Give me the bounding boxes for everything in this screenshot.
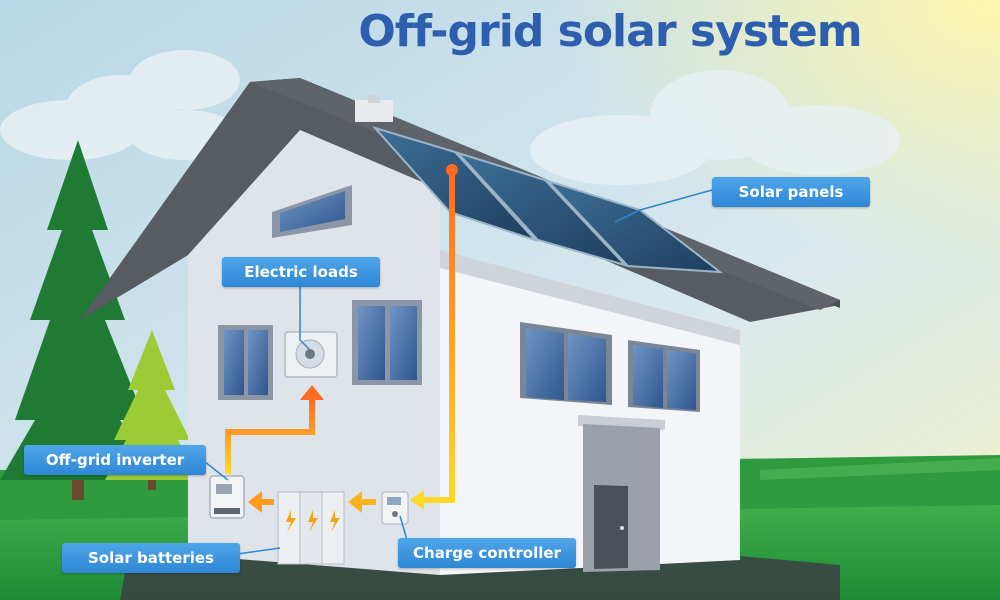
flow-panels-to-controller: [418, 172, 455, 503]
air-conditioner-unit: [284, 331, 338, 378]
panel-connection-dot: [446, 164, 458, 176]
flow-inverter-to-loads: [225, 398, 315, 474]
battery-bank: [277, 491, 345, 565]
wall-window-right: [352, 300, 422, 385]
porch: [578, 415, 665, 572]
label-off-grid-inverter: Off-grid inverter: [24, 445, 206, 475]
wall-window-left: [218, 325, 273, 400]
label-solar-panels: Solar panels: [712, 177, 870, 207]
label-electric-loads: Electric loads: [222, 257, 380, 287]
label-solar-batteries: Solar batteries: [62, 543, 240, 573]
chimney: [355, 100, 393, 122]
side-window-1: [520, 322, 612, 405]
front-door: [594, 485, 628, 569]
flow-arrowhead: [410, 490, 424, 510]
diagram-title: Off-grid solar system: [358, 6, 862, 57]
charge-controller-device: [381, 491, 409, 525]
side-wall: [440, 250, 740, 575]
side-window-2: [628, 340, 700, 412]
inverter-device: [209, 475, 245, 519]
label-charge-controller: Charge controller: [398, 538, 576, 568]
attic-window: [272, 185, 352, 238]
clouds: [0, 50, 900, 185]
